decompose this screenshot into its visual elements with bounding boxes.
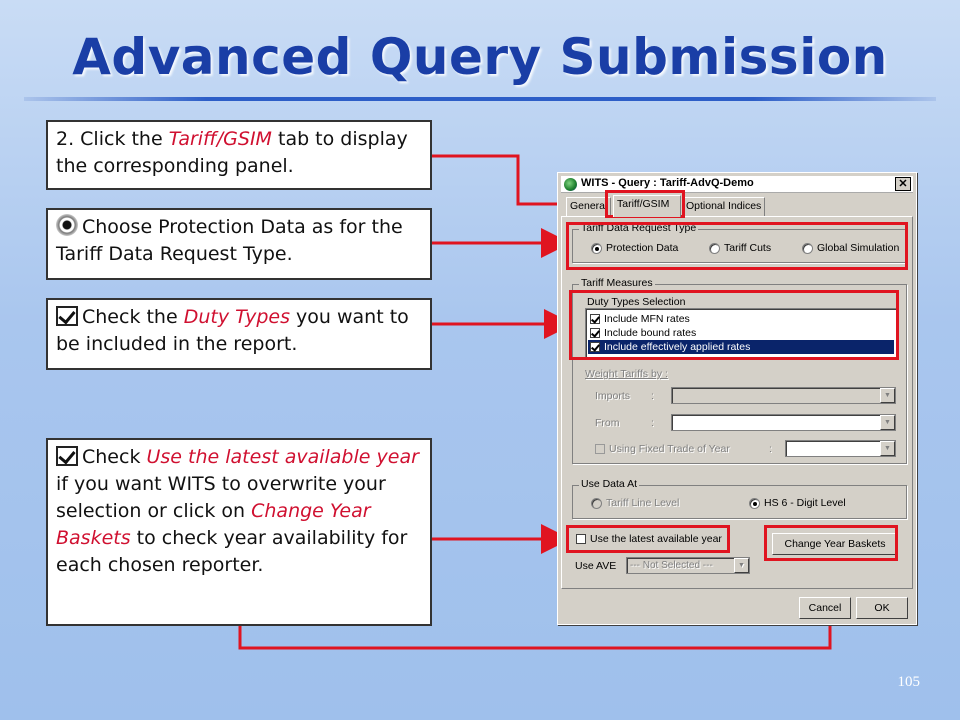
callout-protection-data: Choose Protection Data as for the Tariff… [46, 208, 432, 280]
dialog-titlebar[interactable]: WITS - Query : Tariff-AdvQ-Demo ✕ [561, 176, 913, 193]
dropdown-arrow-icon: ▼ [734, 558, 749, 573]
tariff-measures-label: Tariff Measures [579, 277, 655, 289]
wits-query-dialog: WITS - Query : Tariff-AdvQ-Demo ✕ Genera… [557, 172, 917, 625]
title-underline [24, 97, 936, 101]
checkbox-checked-icon[interactable] [590, 328, 600, 338]
page-number: 105 [897, 674, 921, 690]
colon-label: : [769, 443, 772, 455]
checkbox-icon [56, 446, 78, 466]
dropdown-arrow-icon: ▼ [880, 415, 895, 430]
duty-types-label: Duty Types Selection [587, 296, 686, 308]
callout-latest-year: Check Use the latest available year if y… [46, 438, 432, 626]
checkbox-checked-icon[interactable] [590, 314, 600, 324]
request-type-group: Tariff Data Request Type Protection Data… [572, 222, 907, 263]
list-item-bound[interactable]: Include bound rates [588, 326, 894, 340]
radio-selected-icon [749, 497, 760, 509]
callout-text: tab to display the corresponding panel. [56, 128, 408, 177]
highlight-latest-year [566, 525, 730, 553]
callout-duty-types: Check the Duty Types you want to be incl… [46, 298, 432, 370]
list-item-label: Include MFN rates [604, 313, 690, 325]
callout-text: Choose Protection Data as for the Tariff… [56, 216, 403, 265]
radio-label: Global Simulation [817, 242, 900, 254]
fixed-year-combo[interactable]: ▼ [785, 440, 896, 457]
callout-emphasis: Use the latest available year [146, 446, 419, 468]
radio-button-icon [56, 214, 78, 236]
globe-icon [564, 178, 577, 191]
dropdown-arrow-icon: ▼ [880, 388, 895, 403]
callout-tariff-tab: 2. Click the Tariff/GSIM tab to display … [46, 120, 432, 190]
callout-emphasis: Tariff/GSIM [168, 128, 272, 150]
radio-global-simulation[interactable]: Global Simulation [802, 242, 899, 254]
list-item-label: Include effectively applied rates [604, 341, 751, 353]
radio-label: Protection Data [606, 242, 679, 254]
use-data-at-group: Use Data At Tariff Line Level HS 6 - Dig… [572, 478, 907, 519]
radio-label: Tariff Cuts [724, 242, 772, 254]
highlight-request-type [566, 222, 908, 270]
radio-tariff-cuts[interactable]: Tariff Cuts [709, 242, 771, 254]
fixed-trade-checkbox[interactable]: Using Fixed Trade of Year [595, 443, 730, 455]
slide-title: Advanced Query Submission [72, 28, 888, 86]
callout-emphasis: Duty Types [183, 306, 290, 328]
change-year-baskets-button[interactable]: Change Year Baskets [772, 533, 898, 555]
colon-label: : [651, 390, 654, 402]
callout-emphasis: Change Year Baskets [56, 500, 371, 549]
callout-text: Check [82, 446, 147, 468]
tab-tariff-gsim[interactable]: Tariff/GSIM [613, 195, 681, 217]
checkbox-icon [56, 306, 78, 326]
radio-selected-icon [591, 242, 602, 254]
latest-year-checkbox[interactable]: Use the latest available year [576, 533, 722, 545]
callout-text: Check the [82, 306, 184, 328]
radio-icon [591, 497, 602, 509]
dialog-title: WITS - Query : Tariff-AdvQ-Demo [581, 177, 754, 189]
cancel-button[interactable]: Cancel [799, 597, 851, 619]
highlight-duty-types [569, 290, 899, 360]
radio-hs6-digit-level[interactable]: HS 6 - Digit Level [749, 497, 846, 509]
checkbox-label: Use the latest available year [590, 533, 722, 545]
radio-icon [802, 242, 813, 254]
colon-label: : [651, 417, 654, 429]
imports-label: Imports [595, 390, 631, 402]
checkbox-icon [595, 444, 605, 454]
callout-text: if you want WITS to overwrite your selec… [56, 473, 386, 522]
tab-optional-indices[interactable]: Optional Indices [682, 197, 766, 216]
use-ave-label: Use AVE [575, 560, 617, 572]
from-label: From [595, 417, 620, 429]
weight-tariffs-label: Weight Tariffs by : [585, 368, 668, 380]
radio-icon [709, 242, 720, 254]
tariff-measures-group: Tariff Measures Duty Types Selection Inc… [572, 277, 907, 464]
list-item-mfn[interactable]: Include MFN rates [588, 312, 894, 326]
callout-text: to check year availability for each chos… [56, 527, 408, 576]
radio-label: Tariff Line Level [606, 497, 680, 509]
radio-protection-data[interactable]: Protection Data [591, 242, 678, 254]
use-data-at-label: Use Data At [579, 478, 640, 490]
tab-general[interactable]: General [566, 197, 612, 216]
use-ave-combo[interactable]: --- Not Selected --- ▼ [626, 557, 750, 574]
from-combo[interactable]: ▼ [671, 414, 896, 431]
imports-combo[interactable]: ▼ [671, 387, 896, 404]
radio-label: HS 6 - Digit Level [764, 497, 846, 509]
ok-button[interactable]: OK [856, 597, 908, 619]
list-item-label: Include bound rates [604, 327, 697, 339]
dropdown-arrow-icon: ▼ [880, 441, 895, 456]
callout-text: 2. Click the [56, 128, 169, 150]
list-item-applied[interactable]: Include effectively applied rates [588, 340, 894, 354]
checkbox-icon [576, 534, 586, 544]
close-button[interactable]: ✕ [895, 177, 911, 191]
checkbox-checked-icon[interactable] [590, 342, 600, 352]
highlight-change-year [764, 525, 898, 561]
duty-types-listbox[interactable]: Include MFN rates Include bound rates In… [585, 308, 897, 358]
radio-tariff-line-level[interactable]: Tariff Line Level [591, 497, 679, 509]
checkbox-label: Using Fixed Trade of Year [609, 443, 730, 455]
request-type-label: Tariff Data Request Type [579, 222, 699, 234]
use-ave-value: --- Not Selected --- [630, 560, 713, 571]
tab-panel: Tariff Data Request Type Protection Data… [561, 216, 913, 589]
callout-text: you want to be included in the report. [56, 306, 409, 355]
